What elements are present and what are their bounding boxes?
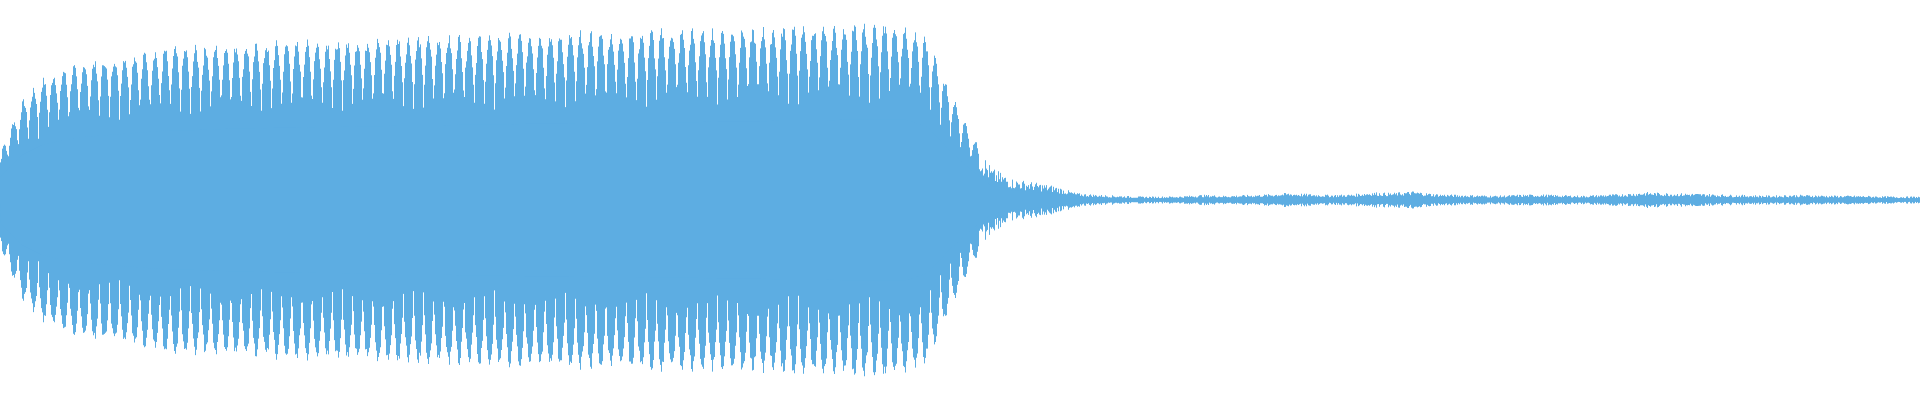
waveform-samples [0, 23, 1920, 377]
